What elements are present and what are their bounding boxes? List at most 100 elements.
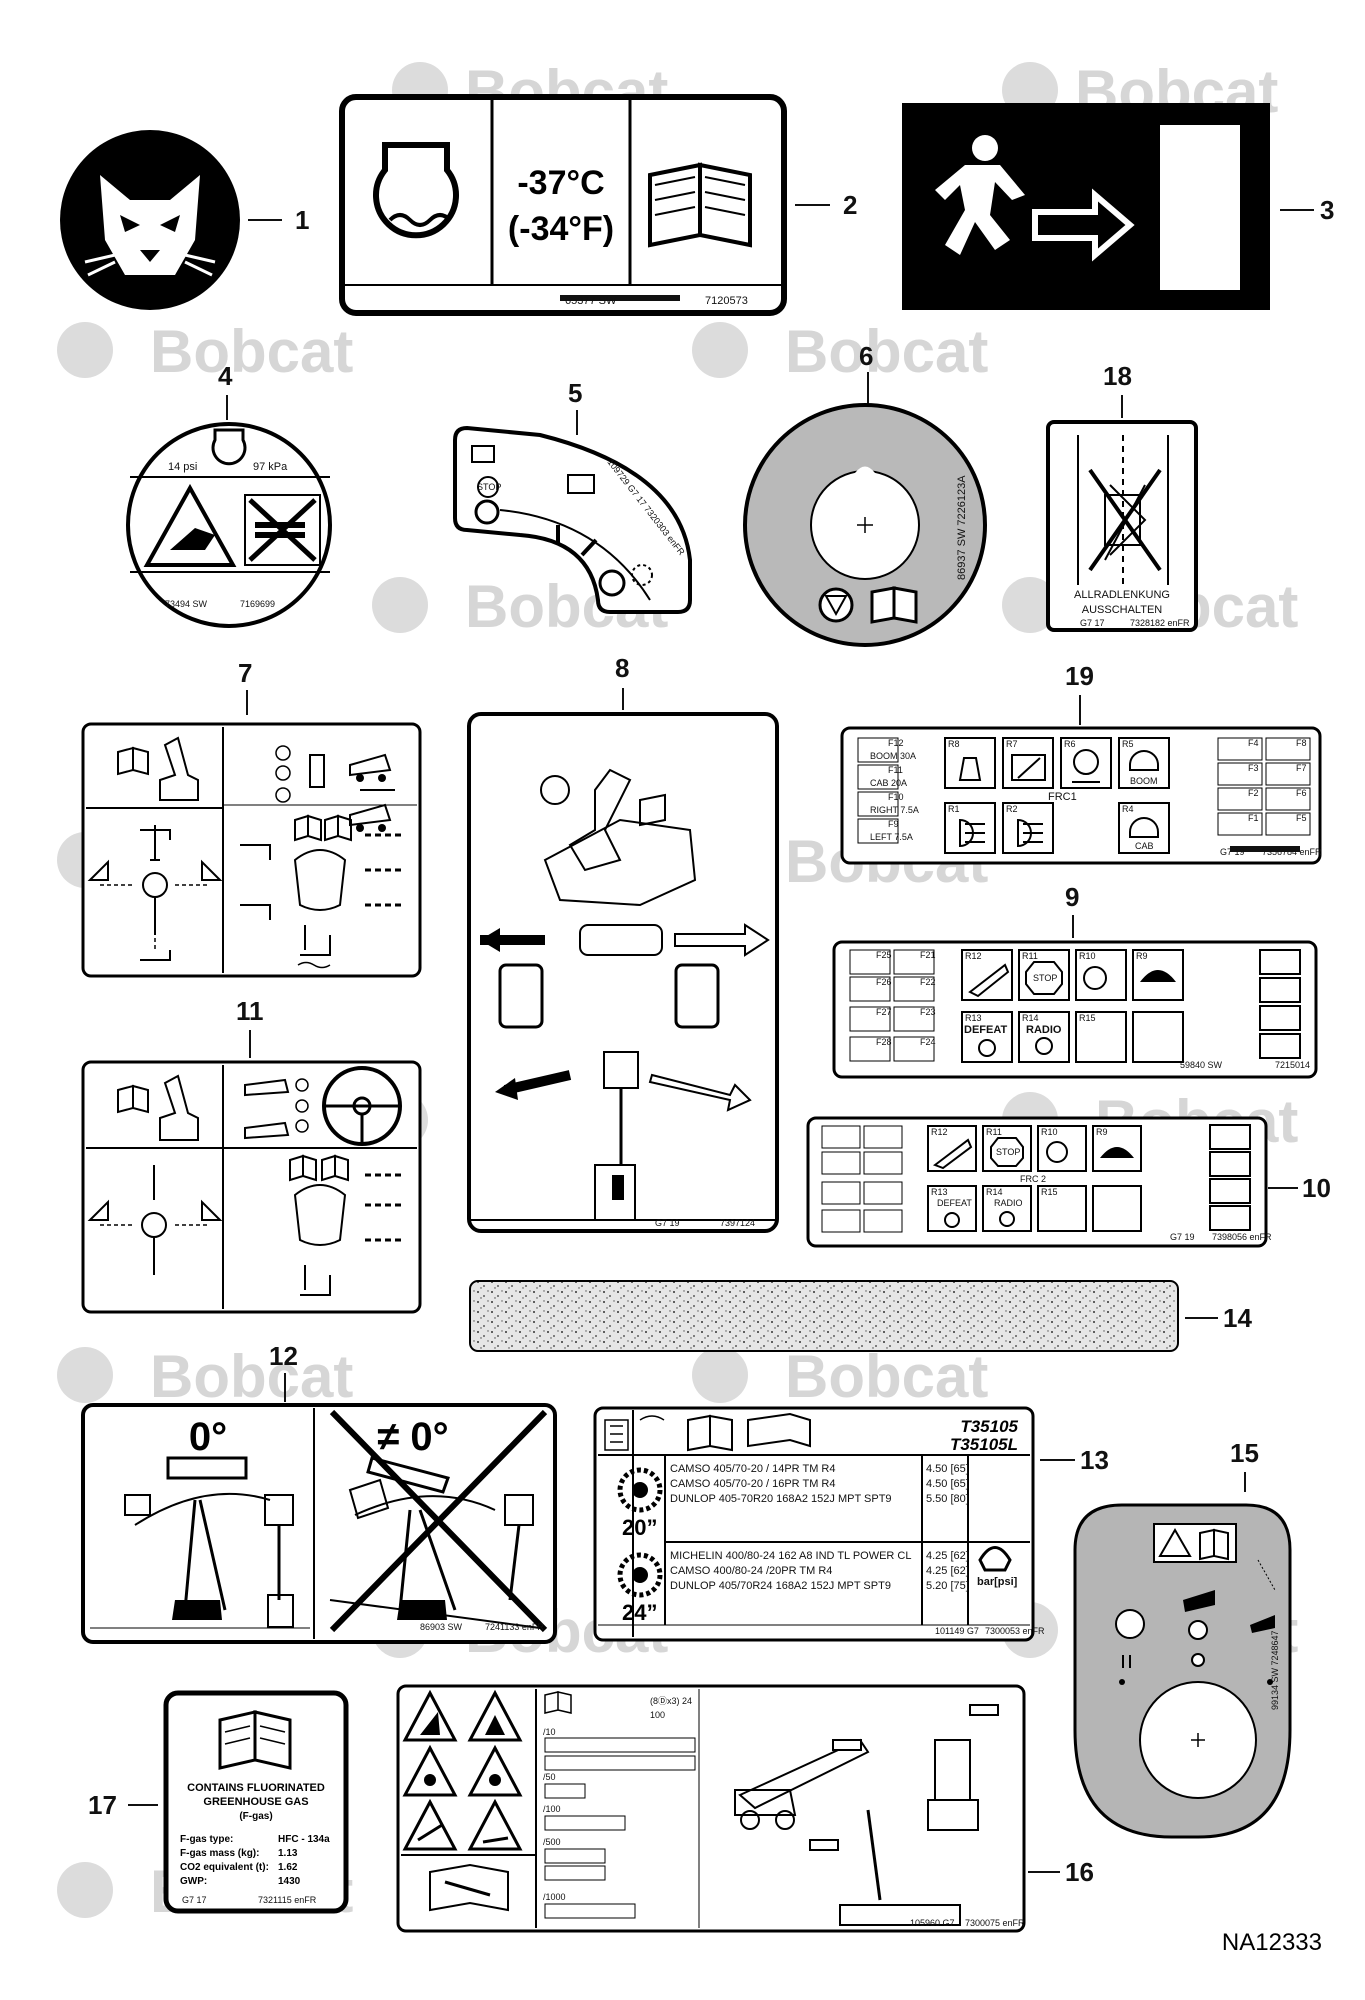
svg-text:/10: /10	[543, 1727, 556, 1737]
warning-icon	[818, 587, 854, 623]
decal-2-code-left: 65377 SW	[565, 295, 617, 307]
decal-19-fuse-relay: 19 BOOM 30A CAB 20A RIGHT 7.5A LEFT 7.5A…	[840, 661, 1322, 865]
svg-text:7215014: 7215014	[1275, 1060, 1310, 1070]
decal-4-code-left: 73494 SW	[165, 599, 208, 609]
svg-text:R9: R9	[1096, 1127, 1108, 1137]
running-man-icon	[935, 135, 1025, 255]
svg-text:F2: F2	[1248, 788, 1259, 798]
svg-text:F-gas type:: F-gas type:	[180, 1834, 233, 1845]
svg-text:F11: F11	[888, 765, 903, 775]
frc2-label: FRC 2	[1020, 1174, 1046, 1184]
drawing-code: NA12333	[1222, 1929, 1322, 1956]
svg-text:BOOM: BOOM	[1130, 776, 1158, 786]
rim-20: 20”	[622, 1515, 657, 1540]
manual-book-icon	[544, 1691, 572, 1714]
service-manual-icon	[747, 1412, 811, 1448]
decal-9-fuse-relay: 9 F25 F21 F26 F22 F27 F23 F28 F24 R12	[832, 882, 1318, 1079]
decal-17-fgas: 17 CONTAINS FLUORINATED GREENHOUSE GAS (…	[88, 1690, 349, 1914]
decal-8-joystick-large: 8 G7 19 7397124	[467, 653, 779, 1233]
callout-3: 3	[1320, 195, 1334, 225]
coolant-small-icon	[211, 428, 247, 466]
svg-text:1430: 1430	[278, 1876, 301, 1887]
svg-text:/50: /50	[543, 1772, 556, 1782]
decal-18-code-left: G7 17	[1080, 618, 1105, 628]
svg-text:MICHELIN 400/80-24 162 A8 IND: MICHELIN 400/80-24 162 A8 IND TL POWER C…	[670, 1550, 912, 1562]
svg-text:F9: F9	[888, 819, 899, 829]
svg-text:7300075 enFR: 7300075 enFR	[965, 1918, 1025, 1928]
svg-text:DEFEAT: DEFEAT	[964, 1024, 1007, 1036]
fgas-title-1: CONTAINS FLUORINATED	[187, 1782, 325, 1794]
manual-book-icon	[648, 162, 752, 248]
relay-row-bottom: R1 R2 R4 CAB	[944, 802, 1170, 854]
manual-book-icon	[687, 1414, 733, 1452]
decal-18-steering: 18 ALLRADLENKUNG AUSSCHALTEN G7 17 73281…	[1046, 361, 1198, 632]
pressure-gauge-icon	[978, 1546, 1012, 1572]
svg-text:F1: F1	[1248, 813, 1259, 823]
svg-text:7241133 enFR: 7241133 enFR	[485, 1622, 544, 1632]
callout-13: 13	[1080, 1445, 1109, 1475]
svg-text:59840 SW: 59840 SW	[1180, 1060, 1223, 1070]
svg-text:7398056 enFR: 7398056 enFR	[1212, 1232, 1272, 1242]
svg-text:R14: R14	[986, 1187, 1003, 1197]
decal-8-code-right: 7397124	[720, 1218, 755, 1228]
callout-11: 11	[236, 996, 264, 1026]
relay-row-top: R12 R11 R10 R9 STOP	[961, 949, 1184, 1001]
svg-text:R1: R1	[948, 804, 960, 814]
svg-text:101149 G7: 101149 G7	[935, 1626, 979, 1636]
svg-text:F8: F8	[1296, 738, 1307, 748]
warning-triangles	[402, 1689, 523, 1851]
relay-row-top: R12 R11 R10 R9 STOP	[927, 1125, 1142, 1172]
svg-text:7300053 enFR: 7300053 enFR	[985, 1626, 1045, 1636]
work-light-icon	[1129, 750, 1159, 771]
svg-text:CO2 equivalent (t):: CO2 equivalent (t):	[180, 1862, 269, 1873]
svg-text:BOOM 30A: BOOM 30A	[870, 751, 916, 761]
temp-fahrenheit: (-34°F)	[508, 210, 614, 248]
frc1-label: FRC1	[1048, 791, 1077, 803]
svg-text:F10: F10	[888, 792, 904, 802]
telehandler-icon	[349, 753, 395, 791]
decal-18-code-right: 7328182 enFR	[1130, 618, 1190, 628]
svg-text:R11: R11	[1022, 951, 1038, 961]
steering-line-1: ALLRADLENKUNG	[1074, 589, 1170, 601]
pressure-psi: 14 psi	[168, 461, 197, 473]
fuse-block	[821, 1125, 903, 1233]
decal-15-remote-panel: 15 99134 SW 7248647	[1073, 1438, 1292, 1839]
svg-text:F7: F7	[1296, 763, 1307, 773]
svg-text:F22: F22	[920, 977, 936, 987]
svg-text:4.25 [62]: 4.25 [62]	[926, 1550, 969, 1562]
fuse-left-column: BOOM 30A CAB 20A RIGHT 7.5A LEFT 7.5A F1…	[857, 737, 919, 844]
svg-text:F24: F24	[920, 1037, 936, 1047]
joystick-icon	[159, 736, 199, 801]
svg-text:100: 100	[650, 1710, 665, 1720]
svg-text:1.62: 1.62	[278, 1862, 298, 1873]
svg-text:/1000: /1000	[543, 1892, 566, 1902]
decal-4-code-right: 7169699	[240, 599, 275, 609]
svg-text:G7 19: G7 19	[1170, 1232, 1195, 1242]
svg-text:F23: F23	[920, 1007, 936, 1017]
fan-icon	[1073, 749, 1099, 775]
callout-19: 19	[1065, 661, 1094, 691]
svg-text:R6: R6	[1064, 739, 1076, 749]
model-1: T35105	[960, 1417, 1018, 1436]
decal-6-code: 86937 SW 7226123A	[956, 475, 968, 580]
parking-icon	[1083, 966, 1107, 990]
svg-text:7321115 enFR: 7321115 enFR	[258, 1895, 317, 1905]
turtle-icon	[1140, 970, 1176, 982]
svg-text:R8: R8	[948, 739, 960, 749]
callout-8: 8	[615, 653, 629, 683]
callout-6: 6	[859, 341, 873, 371]
telehandler-views	[734, 1704, 999, 1926]
joystick-icon	[159, 1074, 199, 1141]
pressure-kpa: 97 kPa	[253, 461, 288, 473]
svg-text:R4: R4	[1122, 804, 1134, 814]
callout-7: 7	[238, 658, 252, 688]
rim-24: 24”	[622, 1600, 657, 1625]
svg-text:86903 SW: 86903 SW	[420, 1622, 463, 1632]
svg-text:F6: F6	[1296, 788, 1307, 798]
svg-text:R7: R7	[1006, 739, 1018, 749]
wiper-icon	[1011, 754, 1046, 781]
svg-text:F5: F5	[1296, 813, 1307, 823]
temp-celsius: -37°C	[517, 164, 604, 202]
svg-text:DUNLOP 405/70R24 168A2 152J MP: DUNLOP 405/70R24 168A2 152J MPT SPT9	[670, 1580, 891, 1592]
svg-text:R10: R10	[1079, 951, 1096, 961]
